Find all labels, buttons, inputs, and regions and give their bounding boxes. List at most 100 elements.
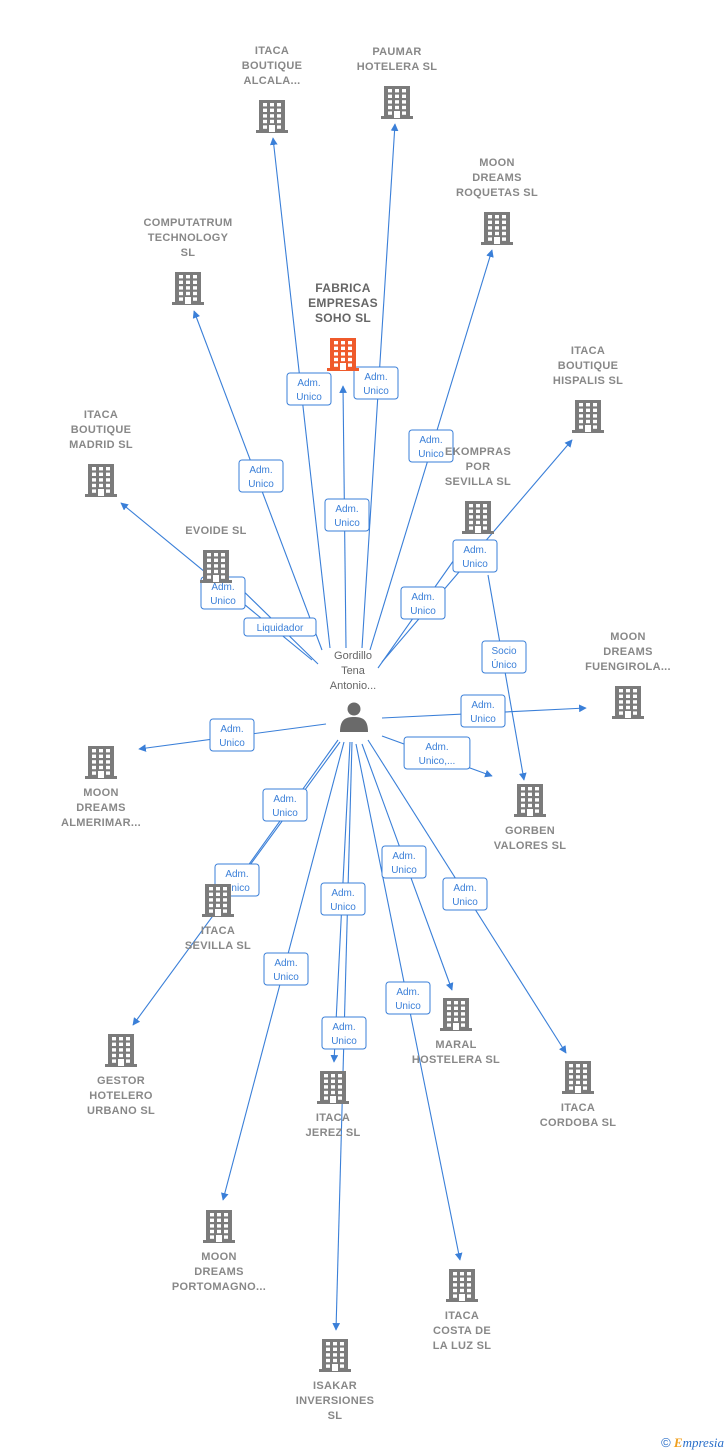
node-label-line: DREAMS — [76, 802, 125, 814]
edge-label-text: Unico — [248, 479, 274, 490]
building-icon[interactable] — [203, 1210, 235, 1243]
node-label-line: EKOMPRAS — [445, 446, 511, 458]
node-label-line: MOON — [610, 631, 645, 643]
building-icon[interactable] — [172, 272, 204, 305]
node-label-line: BOUTIQUE — [71, 424, 131, 436]
node-label-line: SL — [181, 247, 196, 259]
edge-label-text: Adm. — [220, 724, 243, 735]
node-moon_portomagno[interactable]: MOONDREAMSPORTOMAGNO... — [172, 1210, 266, 1293]
building-icon[interactable] — [200, 550, 232, 583]
node-label-line: ROQUETAS SL — [456, 187, 538, 199]
building-icon[interactable] — [481, 212, 513, 245]
node-itaca_alcala[interactable]: ITACA BOUTIQUE ALCALA... — [242, 45, 302, 133]
edge-label-text: Unico,... — [419, 756, 456, 767]
building-icon[interactable] — [327, 338, 359, 371]
node-label-line: TECHNOLOGY — [148, 232, 229, 244]
edge-label-text: Unico — [363, 386, 389, 397]
node-label-line: ITACA — [255, 45, 289, 57]
edge-label[interactable]: Adm.Unico — [321, 1016, 367, 1050]
edge-label[interactable]: Adm.Unico — [263, 952, 309, 986]
edge-ekompras-gorben[interactable] — [487, 574, 527, 781]
node-evoide[interactable]: EVOIDE SL — [185, 525, 246, 583]
node-label-line: ITACA — [316, 1112, 350, 1124]
edge-label-text: Unico — [273, 972, 299, 983]
edge-label[interactable]: Adm.Unico — [209, 718, 255, 752]
building-icon[interactable] — [446, 1269, 478, 1302]
edge-label-text: Único — [491, 658, 517, 671]
edge-label-text: Adm. — [396, 987, 419, 998]
building-icon[interactable] — [317, 1071, 349, 1104]
node-moon_almerimar[interactable]: MOONDREAMSALMERIMAR... — [61, 746, 141, 829]
node-label-line: COMPUTATRUM — [143, 217, 232, 229]
edge-label[interactable]: Adm.Unico — [238, 459, 284, 493]
edge-label-text: Adm. — [453, 883, 476, 894]
node-itaca_jerez[interactable]: ITACA JEREZ SL — [306, 1071, 361, 1139]
person-icon[interactable] — [340, 702, 368, 733]
edge-label-text: Unico — [462, 559, 488, 570]
edge-label-text: Adm. — [335, 504, 358, 515]
node-label-line: DREAMS — [194, 1266, 243, 1278]
node-label-line: ITACA — [561, 1102, 595, 1114]
edge-label-text: Unico — [296, 392, 322, 403]
edge-label-text: Unico — [330, 902, 356, 913]
building-icon[interactable] — [612, 686, 644, 719]
edge-label[interactable]: Adm.Unico — [324, 498, 370, 532]
node-label-line: PAUMAR — [372, 46, 421, 58]
edge-label[interactable]: Liquidador — [243, 617, 317, 637]
building-icon[interactable] — [572, 400, 604, 433]
node-label-line: EVOIDE SL — [185, 525, 246, 537]
edge-label[interactable]: Adm.Unico,... — [403, 736, 471, 770]
edge-label[interactable]: Adm.Unico — [460, 694, 506, 728]
node-label-line: BOUTIQUE — [242, 60, 302, 72]
node-label-line: EMPRESAS — [308, 296, 378, 310]
node-label-line: ALMERIMAR... — [61, 817, 141, 829]
building-icon[interactable] — [462, 501, 494, 534]
building-icon[interactable] — [202, 884, 234, 917]
node-moon_fuengirola[interactable]: MOONDREAMSFUENGIROLA... — [585, 631, 671, 719]
edge-label-text: Adm. — [463, 545, 486, 556]
edge-label[interactable]: Adm. Unico — [452, 539, 498, 573]
building-icon[interactable] — [85, 464, 117, 497]
edge-label[interactable]: Adm.Unico — [286, 372, 332, 406]
building-icon[interactable] — [85, 746, 117, 779]
building-icon[interactable] — [440, 998, 472, 1031]
building-icon[interactable] — [256, 100, 288, 133]
edge-label[interactable]: Adm.Unico — [442, 877, 488, 911]
building-icon[interactable] — [381, 86, 413, 119]
building-icon[interactable] — [319, 1339, 351, 1372]
edge-label[interactable]: Adm.Unico — [408, 429, 454, 463]
node-person[interactable]: GordilloTenaAntonio... — [330, 650, 376, 732]
edge-label[interactable]: Adm. Unico — [381, 845, 427, 879]
node-label-line: HOTELERO — [89, 1090, 153, 1102]
building-icon[interactable] — [105, 1034, 137, 1067]
edge-label-text: Adm. — [392, 851, 415, 862]
edge-label[interactable]: Adm.Unico — [353, 366, 399, 400]
node-label-line: GORBEN — [505, 825, 555, 837]
node-label-line: JEREZ SL — [306, 1127, 361, 1139]
edge-label[interactable]: Adm.Unico — [400, 586, 446, 620]
building-icon[interactable] — [514, 784, 546, 817]
edge-label[interactable]: Adm.Unico — [385, 981, 431, 1015]
building-icon[interactable] — [562, 1061, 594, 1094]
node-label-line: ALCALA... — [243, 75, 300, 87]
edge-label[interactable]: Adm.Unico — [320, 882, 366, 916]
edge-label[interactable]: Adm.Unico — [262, 788, 308, 822]
edge-label-text: Unico — [391, 865, 417, 876]
node-computatrum[interactable]: COMPUTATRUM TECHNOLOGY SL — [143, 217, 232, 305]
edge-label-text: Unico — [331, 1036, 357, 1047]
